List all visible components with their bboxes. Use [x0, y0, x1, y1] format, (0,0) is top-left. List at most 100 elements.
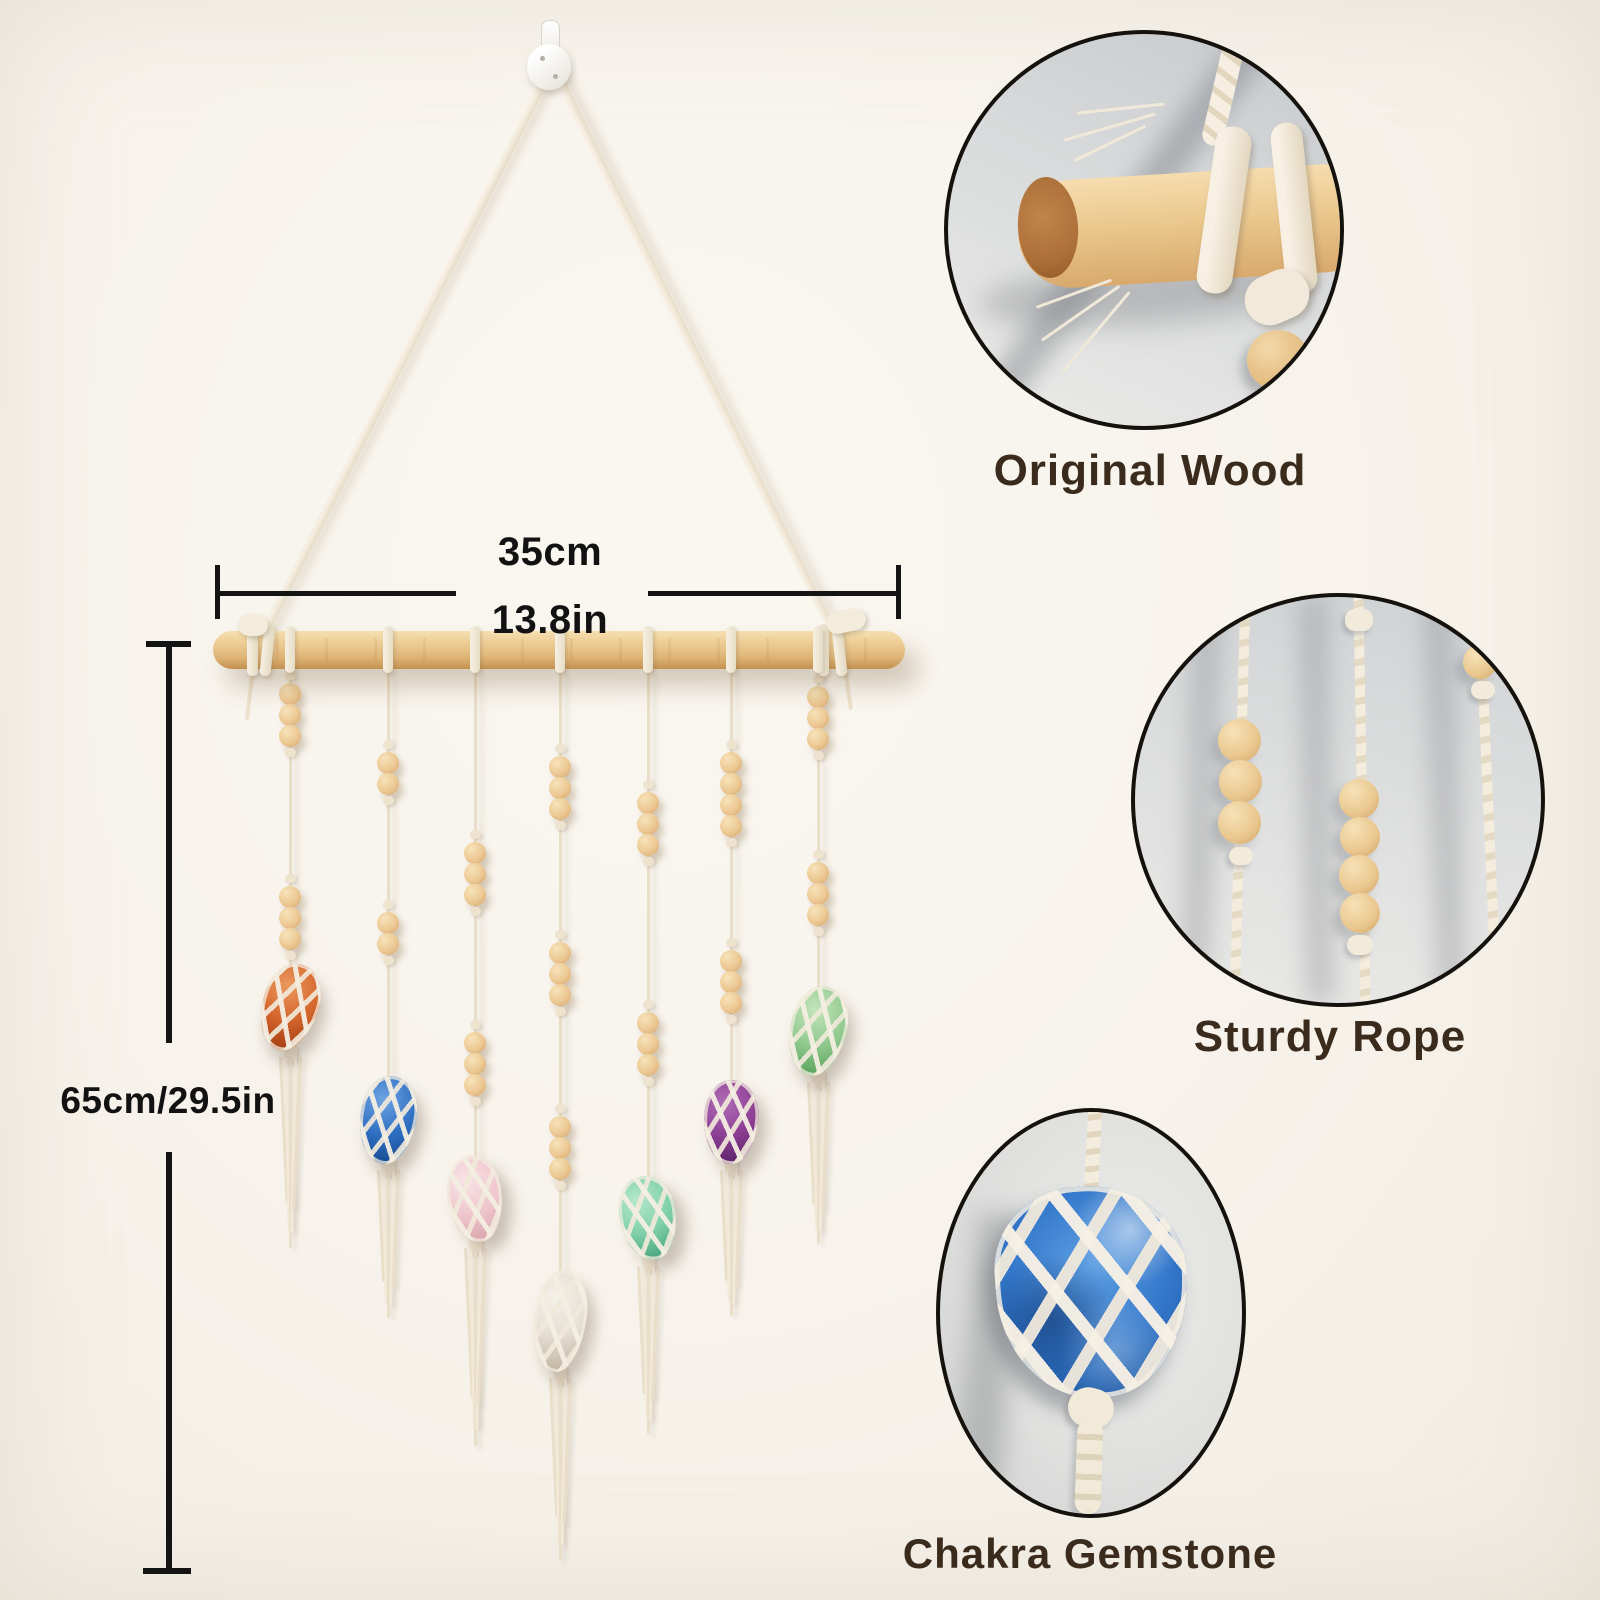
wood-bead — [377, 752, 399, 774]
wood-bead — [549, 756, 571, 778]
tassel — [460, 1234, 490, 1448]
callout-label-sturdy-rope: Sturdy Rope — [1193, 1012, 1467, 1061]
cord-knot — [554, 1104, 566, 1113]
wood-bead — [549, 1137, 571, 1159]
wood-bead — [807, 707, 829, 729]
width-dim-tick-right — [896, 565, 901, 619]
wood-bead — [637, 813, 659, 835]
width-label-cm: 35cm — [497, 530, 603, 574]
cord-tie — [726, 626, 736, 673]
width-dim-tick-left — [215, 565, 220, 619]
tassel-strand — [289, 1057, 292, 1248]
width-dim-line-right — [648, 591, 898, 596]
wall-hook — [527, 44, 571, 90]
cord-knot — [469, 907, 481, 916]
width-label-in: 13.8in — [491, 598, 609, 642]
wood-bead — [279, 907, 301, 929]
gemstone-clear — [527, 1266, 593, 1376]
wood-bead-closeup — [1247, 330, 1309, 390]
hook-pin-dot — [540, 56, 545, 61]
cord-thread — [288, 666, 292, 977]
cord-tie — [813, 626, 823, 673]
cord-knot — [382, 900, 394, 909]
wood-bead — [279, 683, 301, 705]
macrame-net — [249, 956, 331, 1058]
wood-bead — [807, 904, 829, 926]
wood-bead — [807, 883, 829, 905]
wood-bead — [1218, 801, 1261, 844]
cord-thread — [646, 666, 650, 1190]
tassel — [275, 1043, 305, 1250]
wood-bead — [549, 1158, 571, 1180]
rope-fray — [1072, 124, 1147, 163]
callout-label-original-wood: Original Wood — [993, 446, 1307, 495]
wood-bead — [279, 886, 301, 908]
cord-knot — [725, 740, 737, 749]
tassel — [545, 1364, 575, 1562]
wood-bead — [549, 963, 571, 985]
height-dim-bar-bottom — [143, 1568, 191, 1574]
cord-knot — [725, 838, 737, 847]
wood-bead — [807, 686, 829, 708]
cord-tie — [555, 626, 565, 673]
cord-knot — [725, 938, 737, 947]
wood-bead — [720, 773, 742, 795]
wood-bead — [1340, 817, 1380, 857]
blue-gemstone-closeup — [988, 1179, 1196, 1405]
rope-shadow — [1423, 597, 1467, 1003]
wood-bead — [549, 1116, 571, 1138]
wood-bead — [637, 1054, 659, 1076]
tassel-strand — [474, 1248, 477, 1446]
cord-thread — [729, 666, 733, 1094]
wood-bead — [720, 950, 742, 972]
cord-knot — [812, 927, 824, 936]
wood-bead — [720, 971, 742, 993]
cord-knot — [469, 1020, 481, 1029]
gemstone-purple — [701, 1078, 761, 1166]
rope-knot-left — [238, 614, 268, 636]
macrame-net — [779, 980, 857, 1082]
cord-tie — [470, 626, 480, 673]
cord-knot — [725, 1015, 737, 1024]
wood-bead — [279, 725, 301, 747]
cord-knot — [642, 857, 654, 866]
wood-bead — [549, 984, 571, 1006]
gemstone-pink — [443, 1153, 507, 1245]
tassel-strand — [817, 1082, 820, 1244]
wood-bead — [464, 863, 486, 885]
height-dim-stem-top — [166, 645, 172, 1043]
cord-thread — [816, 666, 820, 1000]
gemstone-orange — [249, 956, 331, 1058]
tassel — [716, 1156, 746, 1318]
wood-bead — [549, 777, 571, 799]
macrame-net — [614, 1172, 682, 1264]
wood-bead — [807, 862, 829, 884]
wood-bead — [1218, 719, 1261, 762]
cord-knot — [812, 850, 824, 859]
height-label: 65cm/29.5in — [60, 1080, 276, 1121]
wood-bead — [1340, 893, 1380, 933]
height-dim-bar-top — [146, 641, 191, 647]
tassel — [373, 1156, 403, 1320]
cord-tie — [285, 626, 295, 673]
cord-knot — [1347, 935, 1373, 955]
wood-bead — [1463, 645, 1497, 679]
cord-knot — [284, 874, 296, 883]
cord-knot — [642, 1000, 654, 1009]
rope-wrap-left — [247, 624, 258, 676]
cord-knot — [554, 1007, 566, 1016]
gemstone-green — [779, 980, 857, 1082]
cord-knot — [812, 751, 824, 760]
wood-bead — [279, 928, 301, 950]
callout-photo-sturdy-rope — [1131, 593, 1545, 1007]
wood-bead — [464, 842, 486, 864]
cord-knot — [1345, 609, 1373, 631]
wood-bead — [377, 933, 399, 955]
cord-knot — [554, 821, 566, 830]
callout-label-chakra-gemstone: Chakra Gemstone — [902, 1530, 1278, 1577]
wood-bead — [464, 1074, 486, 1096]
macrame-net — [988, 1179, 1196, 1405]
macrame-net — [701, 1078, 761, 1166]
